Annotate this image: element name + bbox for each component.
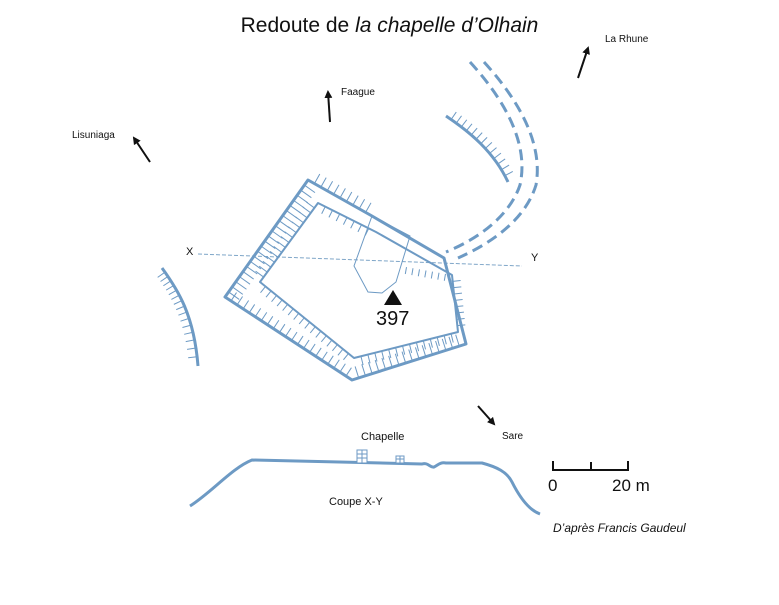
- chapel-label: Chapelle: [361, 431, 405, 443]
- direction-label-sare: Sare: [502, 431, 524, 442]
- direction-label-lisuniaga: Lisuniaga: [72, 130, 115, 141]
- ditch-hatching: [157, 111, 514, 379]
- northeast-scarp: [445, 114, 510, 183]
- faague-arrow-icon: [324, 90, 333, 123]
- sare-arrow-icon: [477, 405, 496, 426]
- section-point-x: X: [186, 246, 194, 258]
- summit-triangle-icon: [384, 290, 402, 305]
- chapel-wall-icon: [356, 449, 368, 464]
- section-point-y: Y: [531, 252, 539, 264]
- track-east-edge: [457, 60, 539, 260]
- lisuniaga-arrow-icon: [132, 136, 151, 163]
- direction-label-la-rhune: La Rhune: [605, 34, 649, 45]
- outer-rampart: [223, 178, 468, 382]
- section-caption: Coupe X-Y: [329, 496, 383, 508]
- direction-label-faague: Faague: [341, 87, 375, 98]
- chapel-enclosure: [353, 215, 411, 294]
- chapel-wall-small-icon: [395, 455, 405, 464]
- inner-rampart: [259, 202, 459, 359]
- scale-bar: [552, 461, 629, 471]
- credit-text: D’après Francis Gaudeul: [553, 521, 686, 535]
- scale-end-label: 20 m: [612, 476, 650, 495]
- left-scarp: [160, 267, 200, 367]
- cross-section-profile: [189, 458, 541, 516]
- section-line-x-y: [197, 253, 523, 267]
- diagram-title: Redoute de la chapelle d’Olhain: [240, 14, 539, 37]
- la-rhune-arrow-icon: [577, 46, 590, 79]
- scale-zero-label: 0: [548, 476, 558, 495]
- summit-altitude: 397: [376, 308, 410, 330]
- track-west-edge: [445, 60, 524, 254]
